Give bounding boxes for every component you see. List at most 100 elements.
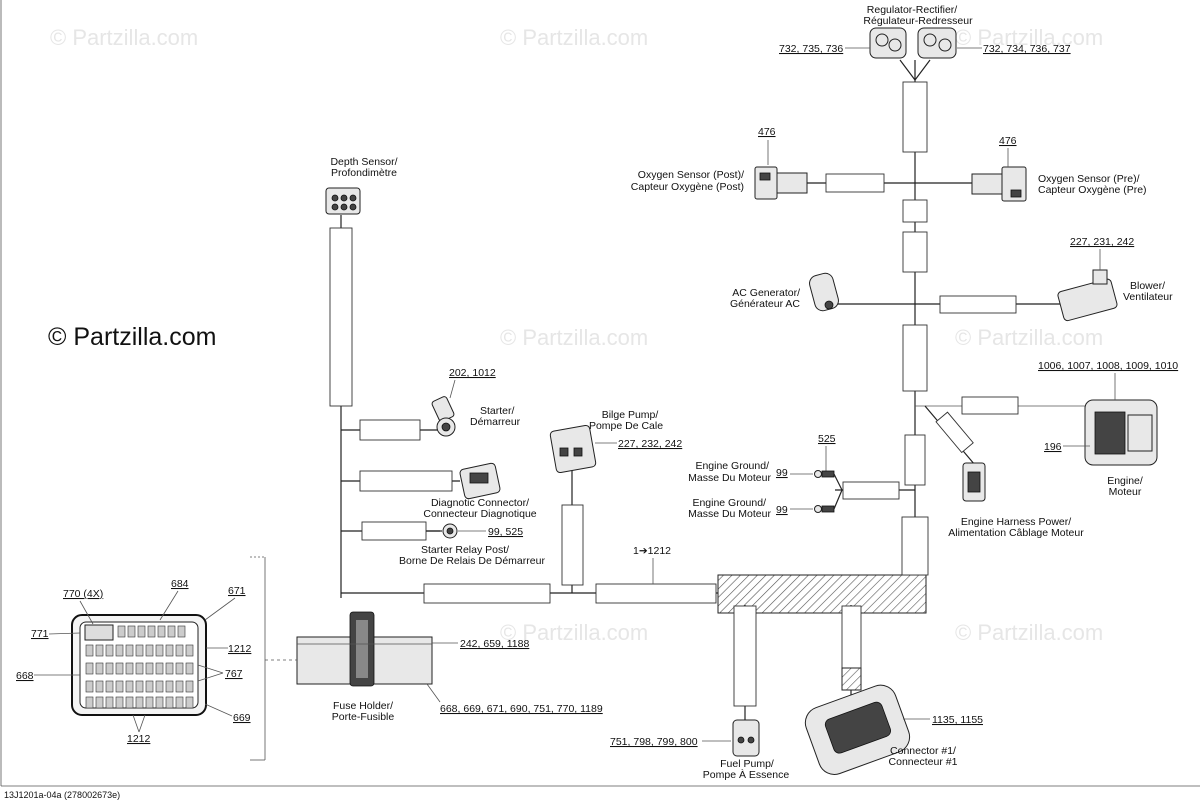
starter-label: Démarreur <box>470 416 521 428</box>
engine-label: Moteur <box>1109 486 1142 498</box>
diagnostic-connector <box>459 462 501 500</box>
fuel-pump-ref: 751, 798, 799, 800 <box>610 736 698 748</box>
fuse-slot <box>185 680 194 693</box>
engine-ref: 1006, 1007, 1008, 1009, 1010 <box>1038 360 1178 372</box>
harness-segment <box>733 605 757 707</box>
fuse-slot <box>115 644 124 657</box>
ac-generator-label: Générateur AC <box>730 298 800 310</box>
fuse-slot <box>115 662 124 675</box>
o2-post-label: Oxygen Sensor (Post)/ <box>638 169 744 181</box>
harness-ref: 1➔1212 <box>633 545 671 557</box>
fuse-slot <box>155 662 164 675</box>
starter-relay-terminal <box>426 523 458 539</box>
ground2-label: Engine Ground/ <box>692 497 766 509</box>
fuse-slot <box>95 644 104 657</box>
depth-sensor-label: Depth Sensor/ <box>330 156 397 168</box>
harness-segment <box>904 434 926 486</box>
bilge-pump-label: Bilge Pump/ <box>602 409 659 421</box>
oxygen-sensor-pre-connector <box>971 166 1027 202</box>
fuse-slot <box>105 680 114 693</box>
regulator-label: Regulator-Rectifier/ <box>867 4 958 16</box>
harness-segment <box>902 199 928 223</box>
fuse-slot <box>105 644 114 657</box>
watermark: © Partzilla.com <box>955 620 1103 645</box>
o2-post-ref: 476 <box>758 126 776 138</box>
fuse-slot <box>115 696 124 709</box>
oxygen-sensor-post-connector <box>754 166 808 200</box>
fuse-slot <box>115 680 124 693</box>
fuse-slot <box>165 680 174 693</box>
watermark: © Partzilla.com <box>50 25 198 50</box>
fuse-slot <box>127 625 136 638</box>
fuse-slot <box>145 680 154 693</box>
harness-segment <box>595 583 717 604</box>
harness-segment <box>359 419 421 441</box>
blower-connector <box>1057 269 1118 322</box>
fuse-slot <box>95 662 104 675</box>
fuse-slot <box>135 662 144 675</box>
harness-segment <box>423 583 551 604</box>
fuse-slot <box>175 644 184 657</box>
harness-segment <box>939 295 1017 314</box>
watermark: © Partzilla.com <box>955 325 1103 350</box>
fuse-slot <box>175 696 184 709</box>
fuse-detail-ref-669: 669 <box>233 712 251 724</box>
fuse-detail-ref-767: 767 <box>225 668 243 680</box>
starter-connector <box>431 396 456 437</box>
engine-label: Engine/ <box>1107 475 1143 487</box>
regulator-ref-right: 732, 734, 736, 737 <box>983 43 1071 55</box>
fuse-slot <box>85 696 94 709</box>
fuse-slot <box>165 696 174 709</box>
harness-power-label: Engine Harness Power/ <box>961 516 1071 528</box>
fuse-detail-ref-668: 668 <box>16 670 34 682</box>
fuse-slot <box>165 662 174 675</box>
fuse-holder-ref-bottom: 668, 669, 671, 690, 751, 770, 1189 <box>440 703 603 715</box>
fuse-slot <box>85 662 94 675</box>
fuse-slot <box>167 625 176 638</box>
fuse-slot <box>145 662 154 675</box>
watermark: © Partzilla.com <box>500 620 648 645</box>
harness-segment <box>825 173 885 193</box>
o2-pre-label: Capteur Oxygène (Pre) <box>1038 184 1147 196</box>
fuse-holder <box>296 611 433 687</box>
relay-post-label: Starter Relay Post/ <box>421 544 509 556</box>
main-watermark: © Partzilla.com <box>48 323 216 351</box>
harness-segment <box>361 521 427 541</box>
ground1-label: Engine Ground/ <box>695 460 769 472</box>
regulator-label: Régulateur-Redresseur <box>863 15 973 27</box>
blower-label: Ventilateur <box>1123 291 1173 303</box>
connector1-ref: 1135, 1155 <box>932 714 983 726</box>
blower-ref: 227, 231, 242 <box>1070 236 1134 248</box>
regulator-ref-left: 732, 735, 736 <box>779 43 843 55</box>
fuse-holder-label: Porte-Fusible <box>332 711 395 723</box>
fuse-slot <box>185 662 194 675</box>
o2-pre-ref: 476 <box>999 135 1017 147</box>
fuse-grid <box>85 625 194 709</box>
fuse-slot <box>117 625 126 638</box>
bilge-pump-label: Pompe De Cale <box>589 420 663 432</box>
o2-post-label: Capteur Oxygène (Post) <box>631 181 744 193</box>
fuel-pump-connector <box>732 719 760 757</box>
relay-post-label: Borne De Relais De Démarreur <box>399 555 545 567</box>
fuel-pump-label: Fuel Pump/ <box>720 758 774 770</box>
fuse-holder-label: Fuse Holder/ <box>333 700 393 712</box>
fuse-slot <box>105 662 114 675</box>
fuse-slot <box>95 696 104 709</box>
fuse-slot <box>155 644 164 657</box>
o2-pre-label: Oxygen Sensor (Pre)/ <box>1038 173 1140 185</box>
fuse-slot <box>175 662 184 675</box>
harness-segment <box>561 504 584 586</box>
harness-segment <box>359 470 453 492</box>
engine-harness-power-connector <box>962 462 986 502</box>
fuse-slot <box>145 696 154 709</box>
ground1-ref: 99 <box>776 467 788 479</box>
fuse-slot <box>125 696 134 709</box>
harness-segment <box>961 396 1019 415</box>
harness-segment <box>901 516 929 576</box>
bilge-pump-ref: 227, 232, 242 <box>618 438 682 450</box>
fuse-slot <box>147 625 156 638</box>
fuse-slot <box>165 644 174 657</box>
fuse-slot <box>95 680 104 693</box>
fuse-slot <box>185 696 194 709</box>
